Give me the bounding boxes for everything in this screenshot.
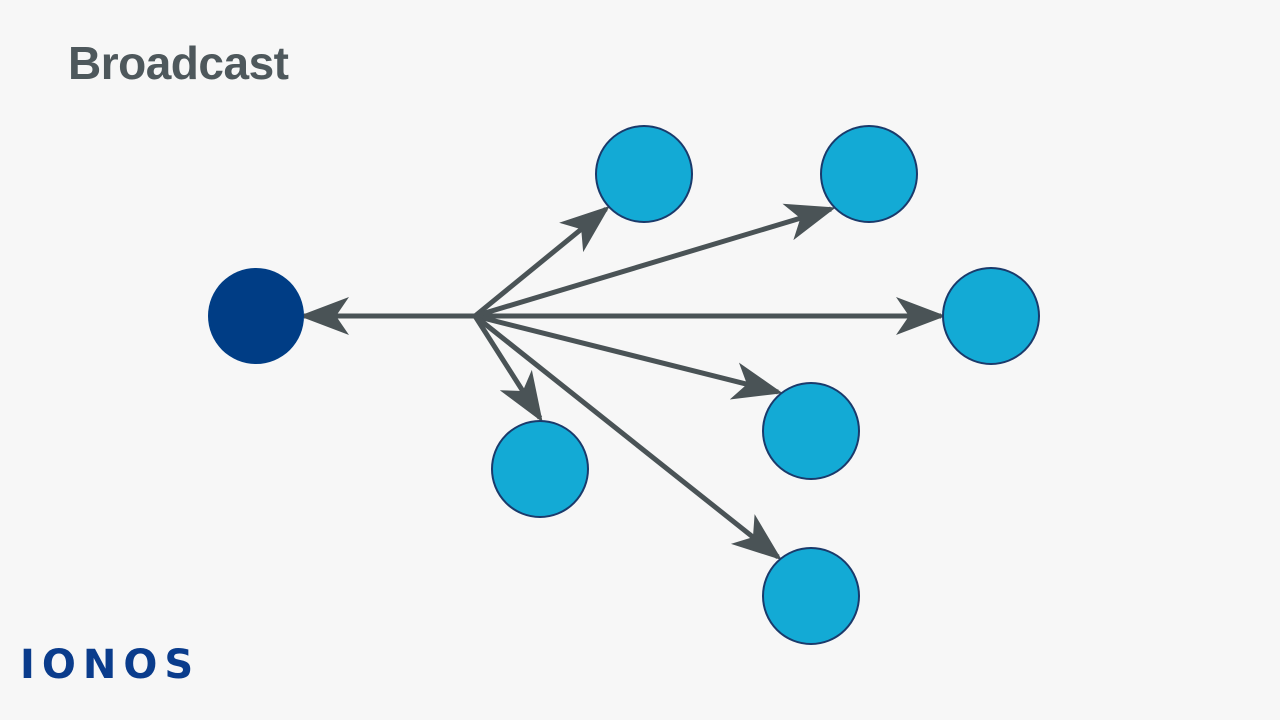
edge-hub-target-2 (474, 203, 836, 319)
page-title: Broadcast (68, 37, 289, 89)
target-node-4[interactable] (491, 420, 589, 518)
source-node[interactable] (208, 268, 304, 364)
edge-hub-target-6 (473, 314, 782, 561)
nodes-layer (208, 125, 1040, 645)
edges-layer (299, 203, 946, 561)
target-node-3[interactable] (942, 267, 1040, 365)
edge-hub-target-1 (473, 205, 610, 318)
target-node-1[interactable] (595, 125, 693, 223)
target-node-6[interactable] (762, 547, 860, 645)
target-node-2[interactable] (820, 125, 918, 223)
target-node-5[interactable] (762, 382, 860, 480)
edge-hub-target-4 (472, 314, 543, 423)
edge-hub-target-5 (474, 313, 783, 400)
ionos-logo: IONOS (20, 642, 201, 688)
